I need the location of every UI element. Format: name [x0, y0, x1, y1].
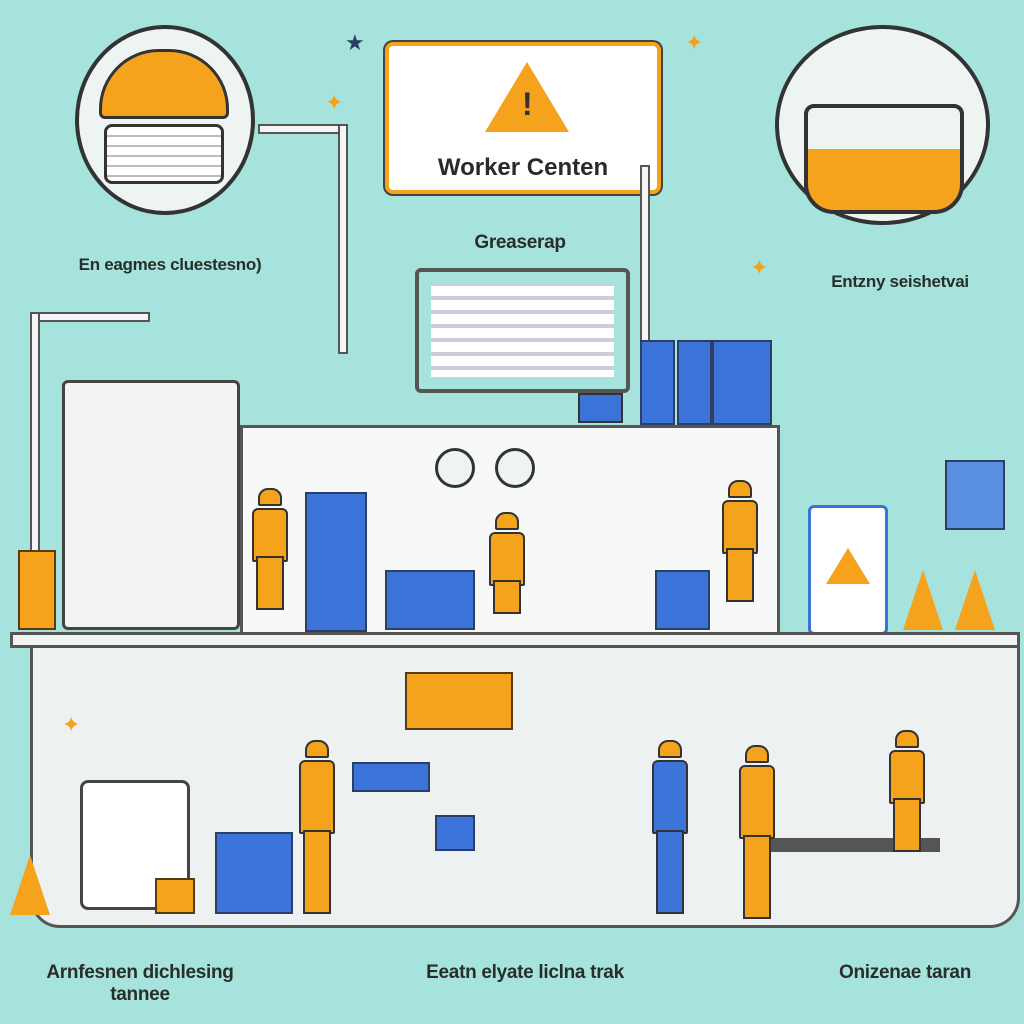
pipe — [30, 312, 40, 552]
blue-cabinet — [677, 340, 712, 425]
beaker-icon — [804, 104, 964, 214]
label-bottom-left-line1: Arnfesnen dichlesing — [46, 962, 234, 983]
desk-cabinet — [655, 570, 710, 630]
door[interactable] — [305, 492, 367, 632]
sparkle-icon: ✦ — [685, 30, 704, 55]
label-bottom-left-line2: tannee — [110, 984, 170, 1005]
pipe — [30, 312, 150, 322]
label-top-center: Greaserap — [474, 232, 566, 253]
pressure-gauge — [435, 448, 475, 488]
worker-center-sign: ! Worker Centen — [385, 42, 661, 194]
traffic-cone — [903, 570, 943, 630]
pressure-gauge — [495, 448, 535, 488]
monitor-stand — [578, 393, 623, 423]
beaker-callout — [775, 25, 990, 225]
warning-mark: ! — [522, 86, 533, 122]
label-bottom-right: Onizenae taran — [838, 962, 971, 983]
tank-warning-icon — [826, 548, 870, 584]
helmet-callout — [75, 25, 255, 215]
basement-room — [30, 648, 1020, 928]
hazard-barrel — [18, 550, 56, 630]
basement-cabinet — [215, 832, 293, 914]
mask-icon — [104, 124, 224, 184]
worker — [648, 740, 698, 914]
star-icon: ★ — [345, 30, 365, 55]
sparkle-icon: ✦ — [62, 712, 81, 737]
label-bottom-center: Eeatn elyate liclna trak — [426, 962, 624, 983]
monitor-screen — [415, 268, 630, 393]
label-top-right: Entzny seishetvai — [831, 272, 969, 291]
crate — [155, 878, 195, 914]
worker — [485, 512, 525, 632]
floor-slab — [10, 632, 1020, 648]
sparkle-icon: ✦ — [325, 90, 344, 115]
storage-tank — [62, 380, 240, 630]
worker — [735, 745, 785, 919]
pipe — [338, 124, 348, 354]
pipe — [258, 124, 348, 134]
control-panel — [405, 672, 513, 730]
pipe — [640, 165, 650, 345]
warning-triangle-icon — [485, 62, 569, 132]
worker — [885, 730, 925, 852]
hard-hat-icon — [99, 49, 229, 119]
machine-box — [435, 815, 475, 851]
traffic-cone — [10, 855, 50, 915]
worker — [295, 740, 345, 914]
blue-canister — [945, 460, 1005, 530]
machine-panel — [352, 762, 430, 792]
blue-cabinet — [712, 340, 772, 425]
worker — [718, 480, 758, 602]
label-top-left: En eagmes cluestesno) — [78, 255, 262, 274]
desk-cabinet — [385, 570, 475, 630]
sign-title: Worker Centen — [437, 154, 609, 181]
worker — [248, 488, 288, 610]
blue-cabinet — [640, 340, 675, 425]
sparkle-icon: ✦ — [750, 255, 769, 280]
traffic-cone — [955, 570, 995, 630]
